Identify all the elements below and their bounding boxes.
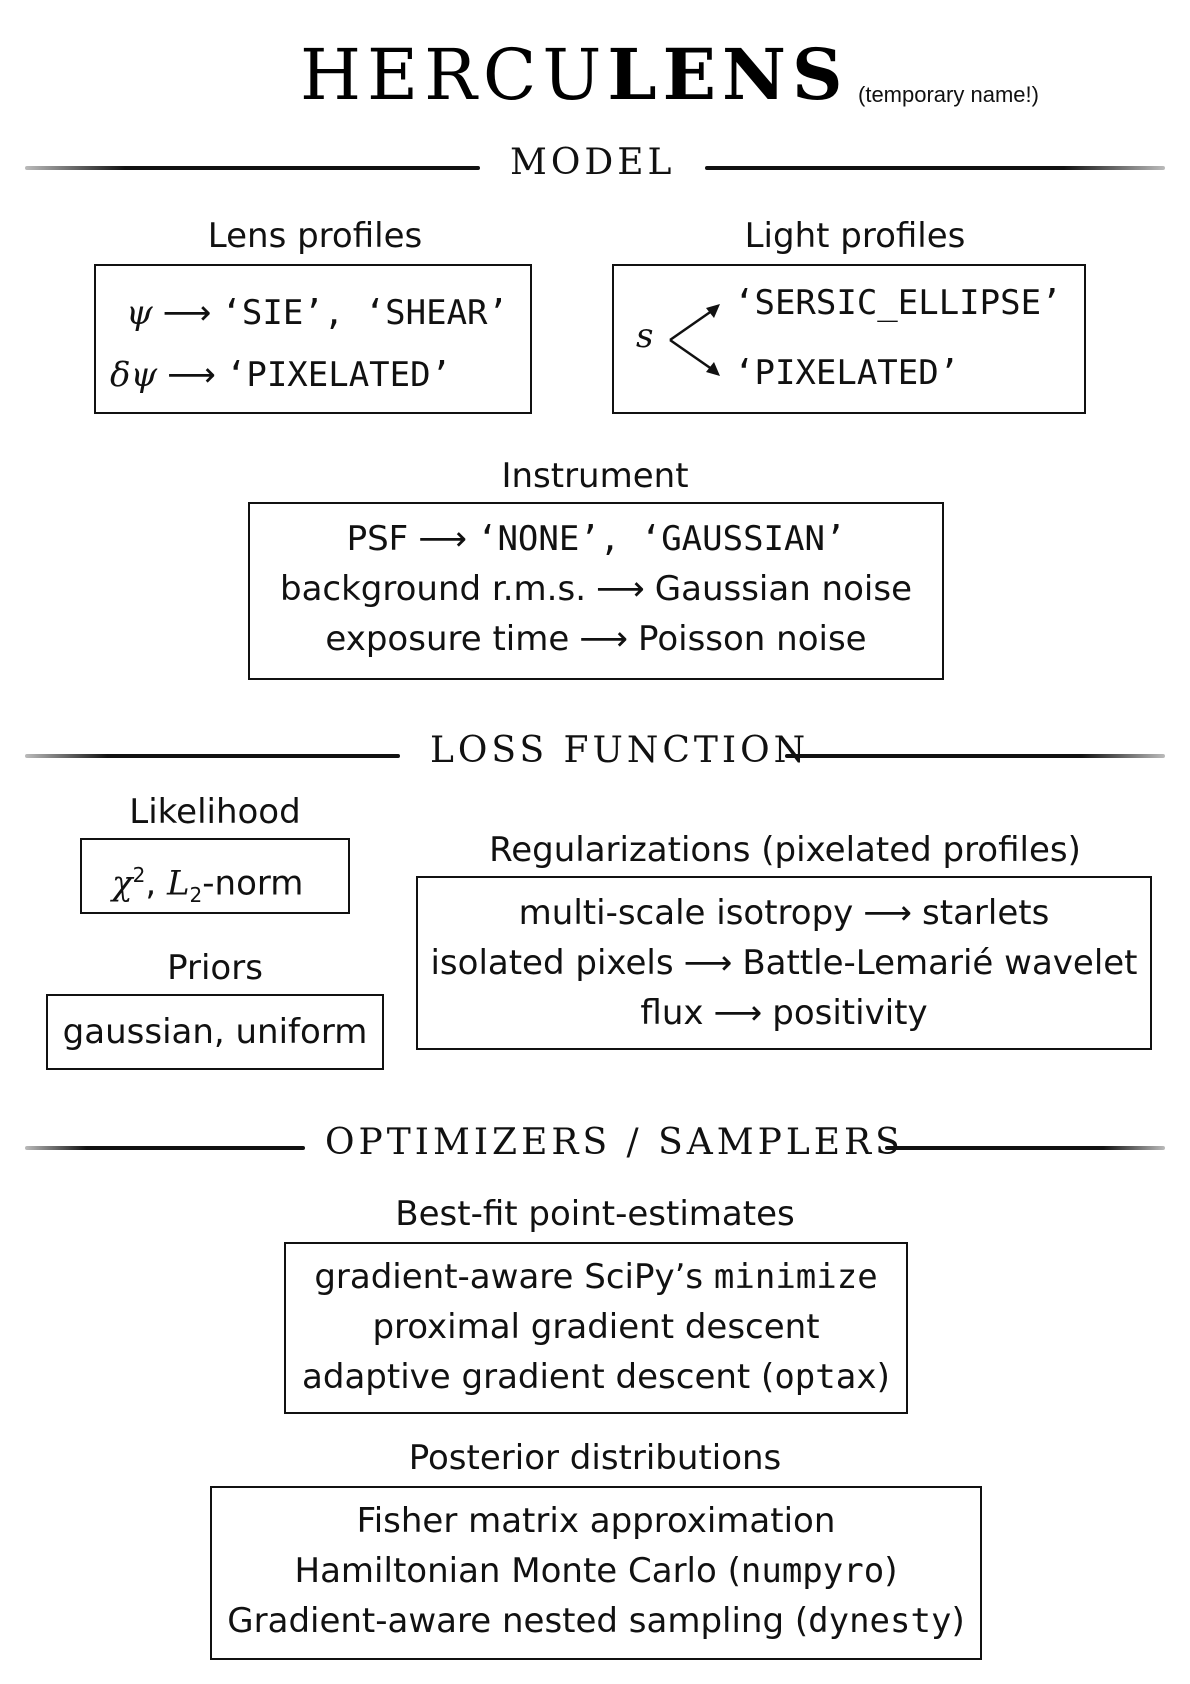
arrow-icon: ⟶ xyxy=(863,893,913,933)
section-rule-left xyxy=(25,1146,305,1150)
light-symbol: s xyxy=(636,316,654,356)
arrow-icon: ⟶ xyxy=(167,355,216,395)
section-title-loss: LOSS FUNCTION xyxy=(430,730,810,771)
instrument-row-background-left: background r.m.s. xyxy=(279,569,587,609)
title-logo-part2: LENS xyxy=(607,33,849,116)
lens-row-1: ψ⟶‘SIE’, ‘SHEAR’ xyxy=(126,288,508,338)
l-symbol: L xyxy=(166,863,190,904)
arrow-icon: ⟶ xyxy=(683,943,733,983)
reg-row-flux-right: positivity xyxy=(772,993,928,1033)
instrument-row-background: background r.m.s.⟶Gaussian noise xyxy=(250,564,942,614)
arrow-icon: ⟶ xyxy=(713,993,763,1033)
bestfit-row-scipy-text: gradient-aware SciPy’s xyxy=(314,1257,714,1297)
arrow-icon: ⟶ xyxy=(596,569,645,609)
instrument-box: PSF⟶‘NONE’, ‘GAUSSIAN’ background r.m.s.… xyxy=(248,502,944,680)
priors-box: gaussian, uniform xyxy=(46,994,384,1070)
arrow-icon: ⟶ xyxy=(579,619,629,659)
chi-exponent: 2 xyxy=(132,863,146,887)
instrument-row-psf-left: PSF xyxy=(346,519,409,559)
bestfit-box: gradient-aware SciPy’s minimize proximal… xyxy=(284,1242,908,1414)
reg-row-flux: flux⟶positivity xyxy=(418,988,1150,1038)
likelihood-label: Likelihood xyxy=(129,792,301,832)
title-note: (temporary name!) xyxy=(858,82,1039,107)
chi-symbol: χ xyxy=(112,863,133,904)
instrument-row-background-right: Gaussian noise xyxy=(654,569,912,609)
reg-row-isotropy-left: multi-scale isotropy xyxy=(518,893,854,933)
priors-label: Priors xyxy=(167,948,263,988)
reg-row-pixels-right: Battle-Lemarié wavelet xyxy=(742,943,1138,983)
psi-symbol: ψ xyxy=(126,293,153,333)
arrow-icon: ⟶ xyxy=(162,293,212,333)
section-title-model: MODEL xyxy=(510,142,676,183)
section-rule-right xyxy=(785,754,1165,758)
reg-row-pixels: isolated pixels⟶Battle-Lemarié wavelet xyxy=(418,938,1150,988)
bestfit-row-adaptive-text: adaptive gradient descent ( xyxy=(302,1357,775,1397)
reg-row-flux-left: flux xyxy=(640,993,704,1033)
reg-row-isotropy: multi-scale isotropy⟶starlets xyxy=(418,888,1150,938)
instrument-row-psf-right: ‘NONE’, ‘GAUSSIAN’ xyxy=(476,519,846,559)
posterior-row-hmc: Hamiltonian Monte Carlo (numpyro) xyxy=(212,1546,980,1596)
posterior-row-fisher: Fisher matrix approximation xyxy=(356,1501,836,1541)
priors-value: gaussian, uniform xyxy=(62,1012,368,1052)
posterior-row-hmc-close: ) xyxy=(884,1551,898,1591)
regularizations-box: multi-scale isotropy⟶starlets isolated p… xyxy=(416,876,1152,1050)
posterior-label: Posterior distributions xyxy=(408,1438,782,1478)
instrument-row-exposure-left: exposure time xyxy=(325,619,570,659)
posterior-row-nested-close: ) xyxy=(951,1601,965,1641)
instrument-row-exposure-right: Poisson noise xyxy=(638,619,867,659)
light-profiles-box: s ‘SERSIC_ELLIPSE’ ‘PIXELATED’ xyxy=(612,264,1086,414)
split-arrows-icon xyxy=(669,304,720,376)
lens-row-2-items: ‘PIXELATED’ xyxy=(225,355,452,395)
reg-row-isotropy-right: starlets xyxy=(922,893,1050,933)
regularizations-label: Regularizations (pixelated profiles) xyxy=(489,830,1081,870)
bestfit-row-scipy-code: minimize xyxy=(713,1257,878,1297)
posterior-box: Fisher matrix approximation Hamiltonian … xyxy=(210,1486,982,1660)
reg-row-pixels-left: isolated pixels xyxy=(430,943,674,983)
likelihood-separator: , xyxy=(145,863,167,904)
likelihood-norm: -norm xyxy=(202,863,304,904)
section-title-optimizers: OPTIMIZERS / SAMPLERS xyxy=(325,1122,904,1163)
section-rule-left xyxy=(25,166,480,170)
l-subscript: 2 xyxy=(189,883,203,908)
lens-row-1-items: ‘SIE’, ‘SHEAR’ xyxy=(221,293,508,333)
bestfit-row-adaptive: adaptive gradient descent (optax) xyxy=(286,1352,906,1402)
instrument-row-exposure: exposure time⟶Poisson noise xyxy=(250,614,942,664)
posterior-row-hmc-code: numpyro xyxy=(740,1551,885,1591)
title-logo: HERCULENS xyxy=(300,30,860,120)
title-logo-part1: HERCU xyxy=(300,34,608,116)
posterior-row-nested-code: dynesty xyxy=(808,1601,952,1641)
instrument-label: Instrument xyxy=(501,456,689,496)
bestfit-label: Best-fit point-estimates xyxy=(395,1194,795,1234)
lens-profiles-box: ψ⟶‘SIE’, ‘SHEAR’ δψ⟶‘PIXELATED’ xyxy=(94,264,532,414)
instrument-row-psf: PSF⟶‘NONE’, ‘GAUSSIAN’ xyxy=(250,514,942,564)
bestfit-row-proximal: proximal gradient descent xyxy=(372,1307,820,1347)
section-rule-left xyxy=(25,754,400,758)
bestfit-row-adaptive-code: optax xyxy=(774,1357,877,1397)
bestfit-row-adaptive-close: ) xyxy=(876,1357,890,1397)
posterior-row-hmc-text: Hamiltonian Monte Carlo ( xyxy=(294,1551,741,1591)
posterior-row-nested-text: Gradient-aware nested sampling ( xyxy=(227,1601,809,1641)
likelihood-box: χ2, L2-norm xyxy=(80,838,350,914)
bestfit-row-scipy: gradient-aware SciPy’s minimize xyxy=(286,1252,906,1302)
light-profiles-label: Light profiles xyxy=(744,216,966,256)
lens-row-2: δψ⟶‘PIXELATED’ xyxy=(110,350,451,400)
arrow-icon: ⟶ xyxy=(418,519,467,559)
delta-psi-symbol: δψ xyxy=(110,355,158,395)
section-rule-right xyxy=(705,166,1165,170)
light-item-2: ‘PIXELATED’ xyxy=(734,353,960,393)
likelihood-formula: χ2, L2-norm xyxy=(112,850,303,920)
posterior-row-nested: Gradient-aware nested sampling (dynesty) xyxy=(212,1596,980,1646)
lens-profiles-label: Lens profiles xyxy=(207,216,423,256)
light-item-1: ‘SERSIC_ELLIPSE’ xyxy=(734,283,1062,323)
section-rule-right xyxy=(885,1146,1165,1150)
